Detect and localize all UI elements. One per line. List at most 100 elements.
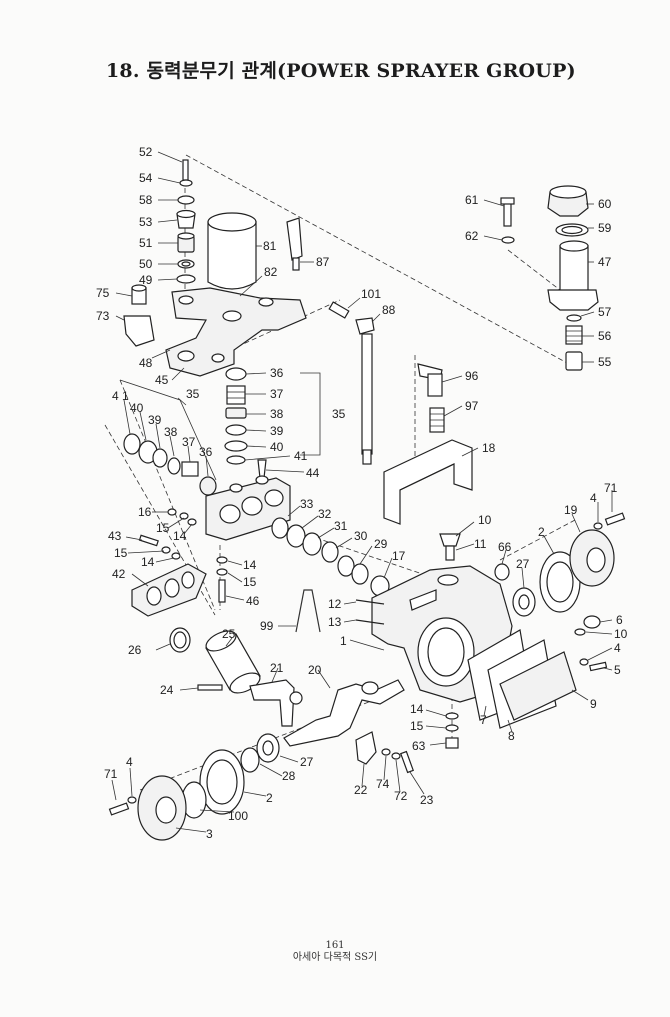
callout-35-left: 35 — [186, 387, 200, 401]
part-20-crankshaft — [283, 679, 405, 747]
callout-11: 11 — [474, 537, 487, 551]
part-18-cover — [383, 439, 473, 525]
page-footer: 161 아세아 다목적 SS기 — [0, 940, 670, 964]
callout-55: 55 — [598, 355, 612, 369]
callout-58: 58 — [139, 193, 153, 207]
callout-39: 39 — [270, 424, 284, 438]
callout-49: 49 — [139, 273, 153, 287]
callout-6: 6 — [616, 613, 623, 627]
callout-82: 82 — [264, 265, 278, 279]
page-title: 18. 동력분무기 관계(POWER SPRAYER GROUP) — [106, 60, 576, 82]
parts-74-72-23 — [381, 748, 415, 774]
part-27-bearing — [512, 587, 536, 617]
callout-36-left: 36 — [199, 445, 213, 459]
callout-14a: 14 — [173, 529, 187, 543]
packing-rings — [271, 517, 390, 597]
part-10-11-breather — [439, 533, 461, 561]
part-53-cap — [176, 209, 196, 229]
part-42-head-cover — [131, 563, 207, 617]
callout-19: 19 — [564, 503, 578, 517]
callout-27a: 27 — [516, 557, 530, 571]
callout-39-left: 39 — [148, 413, 162, 427]
part-62-washer — [501, 236, 515, 244]
callout-74: 74 — [376, 777, 390, 791]
callout-61: 61 — [465, 193, 479, 207]
bolts-14-15-46 — [216, 556, 228, 603]
part-54-washer — [179, 179, 193, 187]
callout-56: 56 — [598, 329, 612, 343]
part-58-oring — [177, 195, 195, 205]
callout-51: 51 — [139, 236, 153, 250]
part-2-gasket-left — [199, 749, 245, 815]
callout-63: 63 — [412, 739, 426, 753]
part-19-bearing-cover — [569, 529, 615, 587]
callout-42: 42 — [112, 567, 126, 581]
callout-41-left: 4 1 — [112, 389, 129, 403]
callout-20: 20 — [308, 663, 322, 677]
callout-26: 26 — [128, 643, 142, 657]
callout-14d: 14 — [410, 702, 424, 716]
callout-57: 57 — [598, 305, 612, 319]
callout-41: 41 — [294, 449, 308, 463]
callout-101: 101 — [361, 287, 381, 301]
part-25-piston — [205, 630, 261, 694]
part-9-side-cover — [499, 651, 577, 721]
part-21-connecting-rod — [249, 679, 303, 727]
callout-14c: 14 — [243, 558, 257, 572]
callout-81: 81 — [263, 239, 277, 253]
valve-stack-right — [224, 367, 267, 479]
callout-7: 7 — [480, 713, 487, 727]
callout-66: 66 — [498, 540, 512, 554]
callout-59: 59 — [598, 221, 612, 235]
callout-30: 30 — [354, 529, 368, 543]
parts-14-15-63 — [445, 712, 459, 749]
callout-71b: 71 — [104, 767, 118, 781]
callout-37-left: 37 — [182, 435, 196, 449]
callout-15d: 15 — [410, 719, 424, 733]
callout-96: 96 — [465, 369, 479, 383]
callout-29: 29 — [374, 537, 388, 551]
part-59-gasket — [555, 223, 589, 237]
callout-22: 22 — [354, 783, 368, 797]
part-50-seat — [177, 259, 195, 269]
callout-71a: 71 — [604, 481, 618, 495]
callout-36: 36 — [270, 366, 284, 380]
callout-5: 5 — [614, 663, 621, 677]
callout-24: 24 — [160, 683, 174, 697]
callout-17: 17 — [392, 549, 406, 563]
part-97-spring — [429, 407, 445, 433]
callout-47: 47 — [598, 255, 612, 269]
page-number: 161 — [325, 940, 345, 951]
part-cylinder-block — [205, 475, 291, 541]
callout-38: 38 — [270, 407, 284, 421]
callout-15c: 15 — [243, 575, 257, 589]
part-75-fitting — [131, 284, 147, 305]
part-96-valve — [417, 363, 443, 397]
callout-10b: 10 — [614, 627, 628, 641]
callout-87: 87 — [316, 255, 330, 269]
part-24-pin — [197, 684, 223, 691]
callout-45: 45 — [155, 373, 169, 387]
callout-4c: 4 — [126, 755, 133, 769]
callout-50: 50 — [139, 257, 153, 271]
part-manifold-body — [165, 287, 307, 377]
callout-54: 54 — [139, 171, 153, 185]
callout-37: 37 — [270, 387, 284, 401]
callout-32: 32 — [318, 507, 332, 521]
callout-14b: 14 — [141, 555, 155, 569]
callout-16: 16 — [138, 505, 152, 519]
part-3-bearing-cover — [137, 775, 187, 841]
callout-15a: 15 — [156, 521, 170, 535]
part-55-valve — [565, 351, 583, 371]
callout-21: 21 — [270, 661, 284, 675]
callout-97: 97 — [465, 399, 479, 413]
part-87-pressure-gauge — [286, 217, 303, 271]
callout-1: 1 — [340, 634, 347, 648]
callout-72: 72 — [394, 789, 408, 803]
callout-31: 31 — [334, 519, 348, 533]
part-26-ring — [169, 627, 191, 653]
part-56-spring — [565, 325, 583, 345]
callout-99: 99 — [260, 619, 274, 633]
